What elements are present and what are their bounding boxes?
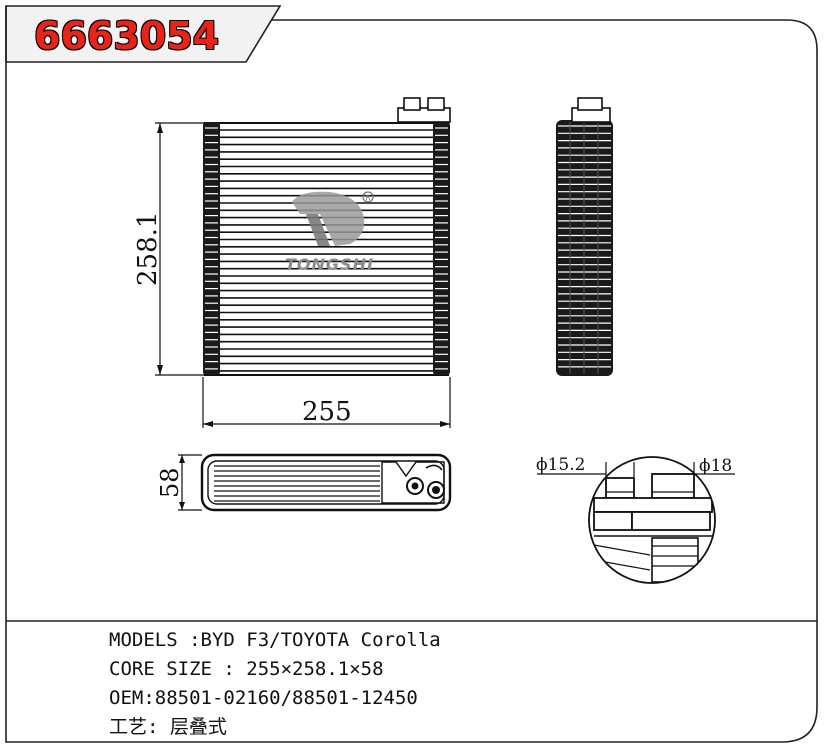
brand-logo-text: TONGSHI <box>285 255 374 274</box>
dim-pipe-large-label: ϕ18 <box>699 456 732 476</box>
spec-core-size: CORE SIZE : 255×258.1×58 <box>109 658 384 680</box>
dim-pipe-small-label: ϕ15.2 <box>536 455 585 475</box>
brand-logo: R TONGSHI <box>285 191 374 274</box>
sheet-border <box>5 6 818 743</box>
width-dimension: 255 <box>202 377 451 428</box>
spec-process: 工艺: 层叠式 <box>109 716 227 738</box>
spec-models: MODELS :BYD F3/TOYOTA Corolla <box>109 629 441 651</box>
part-code: 6663054 <box>34 14 220 58</box>
height-dimension: 258.1 <box>133 122 205 376</box>
depth-dimension: 58 <box>156 454 202 511</box>
fitting-detail: ϕ15.2 ϕ18 <box>536 455 735 584</box>
front-view <box>203 97 451 376</box>
top-view <box>200 453 452 512</box>
spec-oem: OEM:88501-02160/88501-12450 <box>109 687 418 709</box>
dim-depth-label: 58 <box>156 467 184 498</box>
dim-height-label: 258.1 <box>133 212 163 286</box>
registered-mark: R <box>366 194 371 202</box>
side-view <box>556 97 613 376</box>
spec-list: MODELS :BYD F3/TOYOTA Corolla CORE SIZE … <box>109 626 441 742</box>
dim-width-label: 255 <box>302 397 352 427</box>
